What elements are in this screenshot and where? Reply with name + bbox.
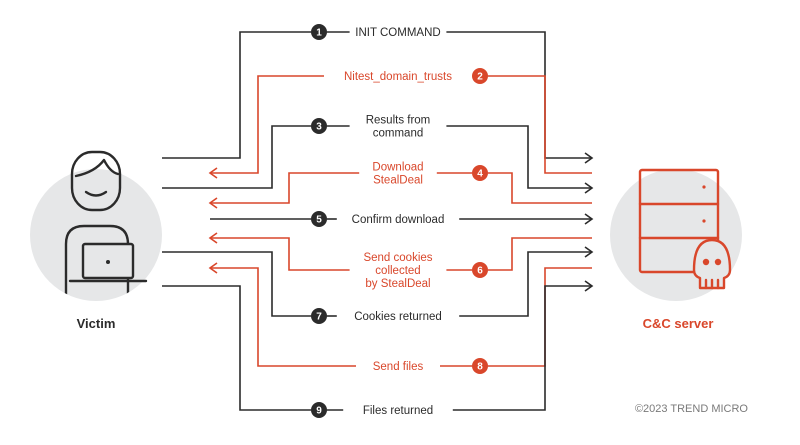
step-badge	[472, 358, 488, 374]
step-number: 3	[316, 122, 322, 133]
victim-label: Victim	[77, 316, 116, 331]
step-badge	[311, 308, 327, 324]
step-badge	[311, 402, 327, 418]
flow-line	[446, 31, 592, 159]
arrow-head-icon	[584, 280, 594, 292]
step-label: by StealDeal	[365, 278, 430, 290]
step-label: Cookies returned	[354, 311, 442, 323]
step-number: 7	[316, 312, 322, 323]
step-label: command	[373, 128, 424, 140]
step-label: collected	[375, 265, 420, 277]
server-node: C&C server	[610, 168, 742, 331]
arrow-head-icon	[584, 152, 594, 164]
arrow-head-icon	[584, 246, 594, 258]
arrow-head-icon	[208, 232, 218, 244]
flow-line	[162, 31, 311, 159]
step-badge	[472, 68, 488, 84]
flow-step-5: 5 Confirm download	[210, 211, 594, 227]
step-number: 8	[477, 362, 483, 373]
step-label: Send cookies	[363, 252, 432, 264]
step-label: StealDeal	[373, 175, 423, 187]
step-number: 6	[477, 266, 483, 277]
arrow-head-icon	[208, 262, 218, 274]
flow-line	[210, 267, 356, 367]
step-label: INIT COMMAND	[355, 27, 440, 39]
flow-step-2: 2 Nitest_domain_trusts	[208, 68, 592, 179]
flow-line	[162, 125, 311, 189]
flow-line	[459, 251, 592, 317]
flow-line	[488, 75, 592, 174]
step-number: 5	[316, 215, 322, 226]
flow-line	[162, 285, 311, 411]
flow-line	[446, 125, 592, 189]
step-number: 1	[316, 28, 322, 39]
step-number: 9	[316, 406, 322, 417]
step-badge	[311, 118, 327, 134]
user-laptop-icon	[64, 150, 148, 301]
arrow-head-icon	[584, 213, 594, 225]
message-flows: 1 INIT COMMAND 2 Nitest_domain_trusts 3 Resul…	[162, 24, 594, 418]
flow-line	[162, 251, 311, 317]
flow-line	[452, 285, 592, 411]
flow-line	[488, 172, 592, 204]
flow-step-9: 9 Files returned	[162, 280, 594, 418]
flow-line	[488, 237, 592, 271]
arrow-head-icon	[208, 167, 218, 179]
step-badge	[311, 24, 327, 40]
step-label: Files returned	[363, 405, 433, 417]
flow-line	[210, 172, 360, 204]
flow-step-1: 1 INIT COMMAND	[162, 24, 594, 164]
step-label: Send files	[373, 361, 424, 373]
victim-node: Victim	[30, 150, 162, 331]
flow-line	[210, 75, 324, 174]
step-badge	[472, 165, 488, 181]
step-label: Nitest_domain_trusts	[344, 71, 452, 83]
step-number: 2	[477, 72, 483, 83]
arrow-head-icon	[208, 197, 218, 209]
step-label: Results from	[366, 115, 431, 127]
copyright-text: ©2023 TREND MICRO	[635, 403, 748, 415]
step-badge	[472, 262, 488, 278]
server-skull-icon	[638, 168, 732, 290]
arrow-head-icon	[584, 182, 594, 194]
flow-step-7: 7 Cookies returned	[162, 246, 594, 324]
flow-line	[210, 237, 350, 271]
step-label: Download	[372, 162, 423, 174]
step-number: 4	[477, 169, 483, 180]
step-label: Confirm download	[352, 214, 445, 226]
step-badge	[311, 211, 327, 227]
server-label: C&C server	[643, 316, 714, 331]
flow-line	[488, 267, 592, 367]
